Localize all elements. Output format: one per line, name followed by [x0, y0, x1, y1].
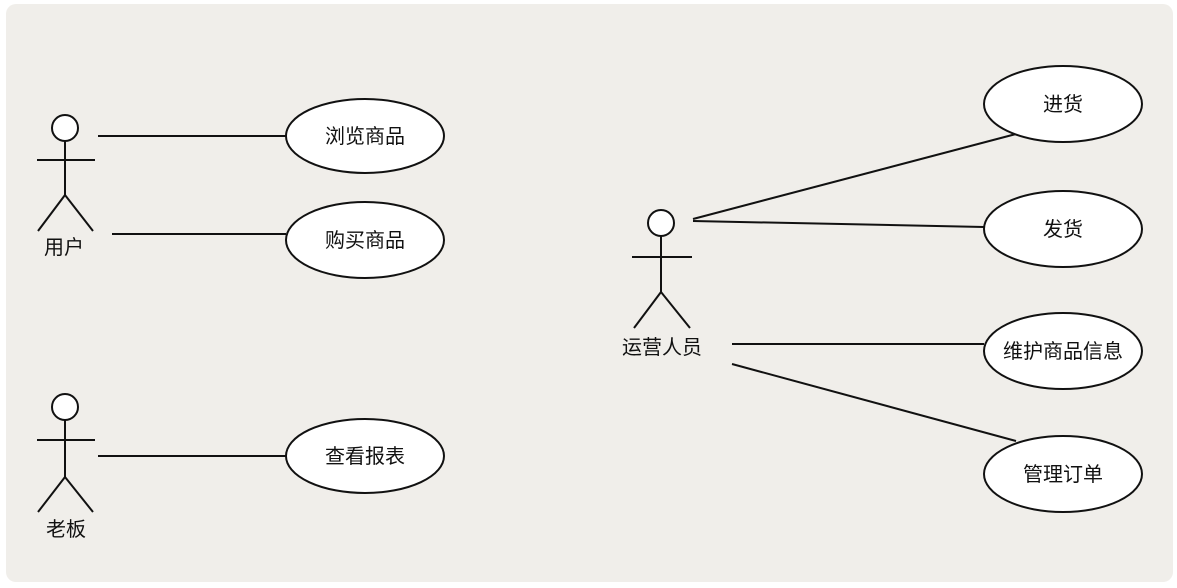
use-case-stock-in-ellipse: [983, 65, 1143, 143]
actor-operator-label: 运营人员: [622, 335, 702, 359]
actor-operator-right-leg: [660, 291, 691, 329]
use-case-report-ellipse: [285, 418, 445, 494]
use-case-orders: 管理订单: [983, 435, 1143, 513]
use-case-buy: 购买商品: [285, 201, 445, 279]
use-case-browse: 浏览商品: [285, 98, 445, 174]
actor-operator: 运营人员: [622, 209, 702, 359]
actor-user-right-leg: [64, 194, 94, 232]
use-case-ship-label: 发货: [1043, 217, 1083, 241]
actor-operator-head: [647, 209, 675, 237]
use-case-orders-label: 管理订单: [1023, 462, 1103, 486]
use-case-ship-ellipse: [983, 190, 1143, 268]
association-operator-stock-in: [692, 133, 1017, 220]
actor-boss: 老板: [37, 393, 95, 541]
actor-boss-head: [51, 393, 79, 421]
actor-boss-right-leg: [64, 476, 94, 513]
association-operator-ship: [692, 220, 985, 228]
use-case-maintain: 维护商品信息: [983, 312, 1143, 390]
use-case-orders-ellipse: [983, 435, 1143, 513]
actor-boss-label: 老板: [46, 517, 86, 541]
use-case-stock-in-label: 进货: [1043, 92, 1083, 116]
use-case-buy-ellipse: [285, 201, 445, 279]
use-case-report-label: 查看报表: [325, 444, 405, 468]
use-case-maintain-label: 维护商品信息: [1003, 339, 1123, 363]
actor-user-label: 用户: [44, 235, 84, 259]
diagram-canvas: [6, 4, 1173, 582]
association-operator-orders: [731, 363, 1017, 442]
use-case-buy-label: 购买商品: [325, 228, 405, 252]
actor-user-left-leg: [37, 194, 66, 232]
use-case-report: 查看报表: [285, 418, 445, 494]
use-case-browse-ellipse: [285, 98, 445, 174]
use-case-stock-in: 进货: [983, 65, 1143, 143]
use-case-maintain-ellipse: [983, 312, 1143, 390]
actor-operator-left-leg: [633, 291, 662, 329]
use-case-ship: 发货: [983, 190, 1143, 268]
actor-user-head: [51, 114, 79, 142]
actor-user: 用户: [37, 114, 95, 259]
use-case-browse-label: 浏览商品: [325, 124, 405, 148]
actor-boss-left-leg: [37, 476, 66, 513]
